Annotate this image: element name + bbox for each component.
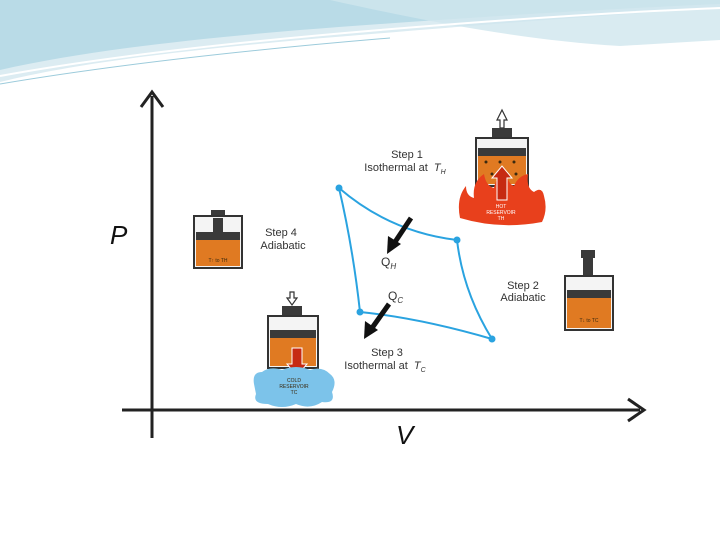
svg-text:Step 3: Step 3 (371, 347, 403, 359)
piston-step-4: T↑ to TH (193, 210, 243, 269)
x-axis-label: V (396, 420, 416, 450)
state-point-3 (488, 335, 496, 343)
downward-motion-icon (285, 291, 299, 307)
cold-reservoir-line2: RESERVOIR (279, 384, 309, 390)
gas-particles (484, 160, 518, 176)
state-point-2 (453, 236, 461, 244)
svg-text:Step 2: Step 2 (507, 280, 539, 292)
svg-text:Step 1: Step 1 (391, 149, 423, 161)
cold-reservoir-line3: TC (291, 390, 298, 396)
svg-text:Adiabatic: Adiabatic (260, 240, 306, 252)
state-point-1 (335, 184, 343, 192)
svg-text:Step 4: Step 4 (265, 227, 297, 239)
heat-in-label: QH (381, 255, 396, 271)
y-axis-arrowhead (139, 89, 165, 108)
heat-input-arrow (490, 165, 514, 201)
svg-text:Isothermal at TC: Isothermal at TC (344, 360, 426, 374)
cold-reservoir-water (253, 367, 335, 407)
x-axis-arrowhead (627, 397, 647, 423)
step-3-label: Step 3 Isothermal at TC (344, 347, 426, 374)
y-axis-label: P (110, 220, 128, 250)
cold-reservoir-line1: COLD (287, 378, 301, 384)
state-point-4 (356, 308, 364, 316)
piston-step-2-label: T↓ to TC (579, 318, 598, 324)
slide-header-swoosh (0, 0, 720, 85)
heat-out-label: QC (388, 289, 403, 305)
hot-reservoir-assembly: HOT RESERVOIR TH (458, 108, 546, 226)
heat-in-arrow (387, 216, 414, 254)
piston-step-2: T↓ to TC (564, 250, 614, 331)
svg-text:Adiabatic: Adiabatic (500, 292, 546, 304)
heat-out-arrow (364, 302, 392, 339)
axes: P V (110, 89, 647, 450)
step-1-label: Step 1 Isothermal at TH (364, 149, 446, 176)
hot-reservoir-line3: TH (498, 216, 505, 222)
piston-step-4-label: T↑ to TH (208, 258, 227, 264)
carnot-cycle (335, 184, 496, 343)
upward-motion-icon (496, 108, 508, 129)
step-2-label: Step 2 Adiabatic (500, 280, 546, 304)
cold-reservoir-assembly: COLD RESERVOIR TC (253, 291, 335, 407)
hot-reservoir-line1: HOT (496, 204, 507, 210)
hot-reservoir-line2: RESERVOIR (486, 210, 516, 216)
svg-text:Isothermal at TH: Isothermal at TH (364, 162, 446, 176)
step-4-label: Step 4 Adiabatic (260, 227, 306, 252)
